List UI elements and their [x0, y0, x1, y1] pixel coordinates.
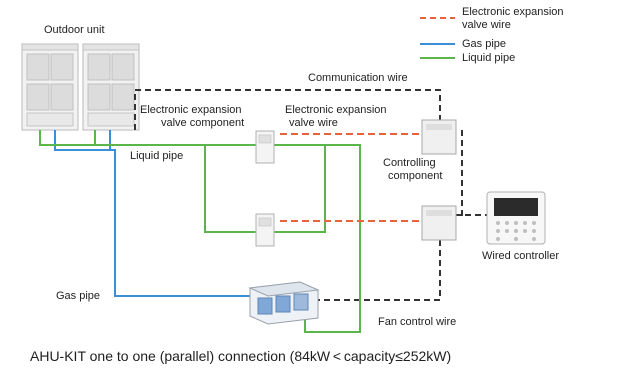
wired-controller — [486, 191, 546, 245]
outdoor-unit-label: Outdoor unit — [44, 24, 105, 36]
liquid-pipe-label: Liquid pipe — [130, 150, 184, 162]
legend-gas-label: Gas pipe — [462, 38, 507, 50]
diagram-caption: AHU-KIT one to one (parallel) connection… — [30, 348, 452, 364]
gas-pipe-label: Gas pipe — [56, 290, 101, 302]
eev-component-upper — [255, 130, 275, 164]
controlling-component-label-1: Controlling — [383, 157, 436, 169]
communication-wire-label: Communication wire — [308, 72, 408, 84]
eev-component-label-1: Electronic expansion — [140, 104, 242, 116]
eev-wire-label-1: Electronic expansion — [285, 104, 387, 116]
eev-wire-label-2: valve wire — [289, 117, 338, 129]
controlling-component-lower — [421, 205, 457, 241]
wired-controller-label: Wired controller — [482, 250, 560, 262]
liquid-pipe-line — [39, 130, 361, 333]
ahu-unit — [248, 281, 320, 325]
eev-component-lower — [255, 213, 275, 247]
legend-lines — [420, 17, 455, 59]
legend-eev-label-2: valve wire — [462, 19, 511, 31]
controlling-component-upper — [421, 119, 457, 155]
fan-control-wire-label: Fan control wire — [378, 316, 457, 328]
legend-liquid-label: Liquid pipe — [462, 52, 516, 64]
communication-wire — [134, 89, 488, 301]
eev-wire-line — [280, 133, 420, 222]
gas-pipe-line — [54, 130, 260, 297]
outdoor-unit-right — [82, 43, 140, 131]
controlling-component-label-2: component — [388, 170, 443, 182]
legend-eev-label-1: Electronic expansion — [462, 6, 564, 18]
outdoor-unit-left — [21, 43, 79, 131]
eev-component-label-2: valve component — [161, 117, 245, 129]
